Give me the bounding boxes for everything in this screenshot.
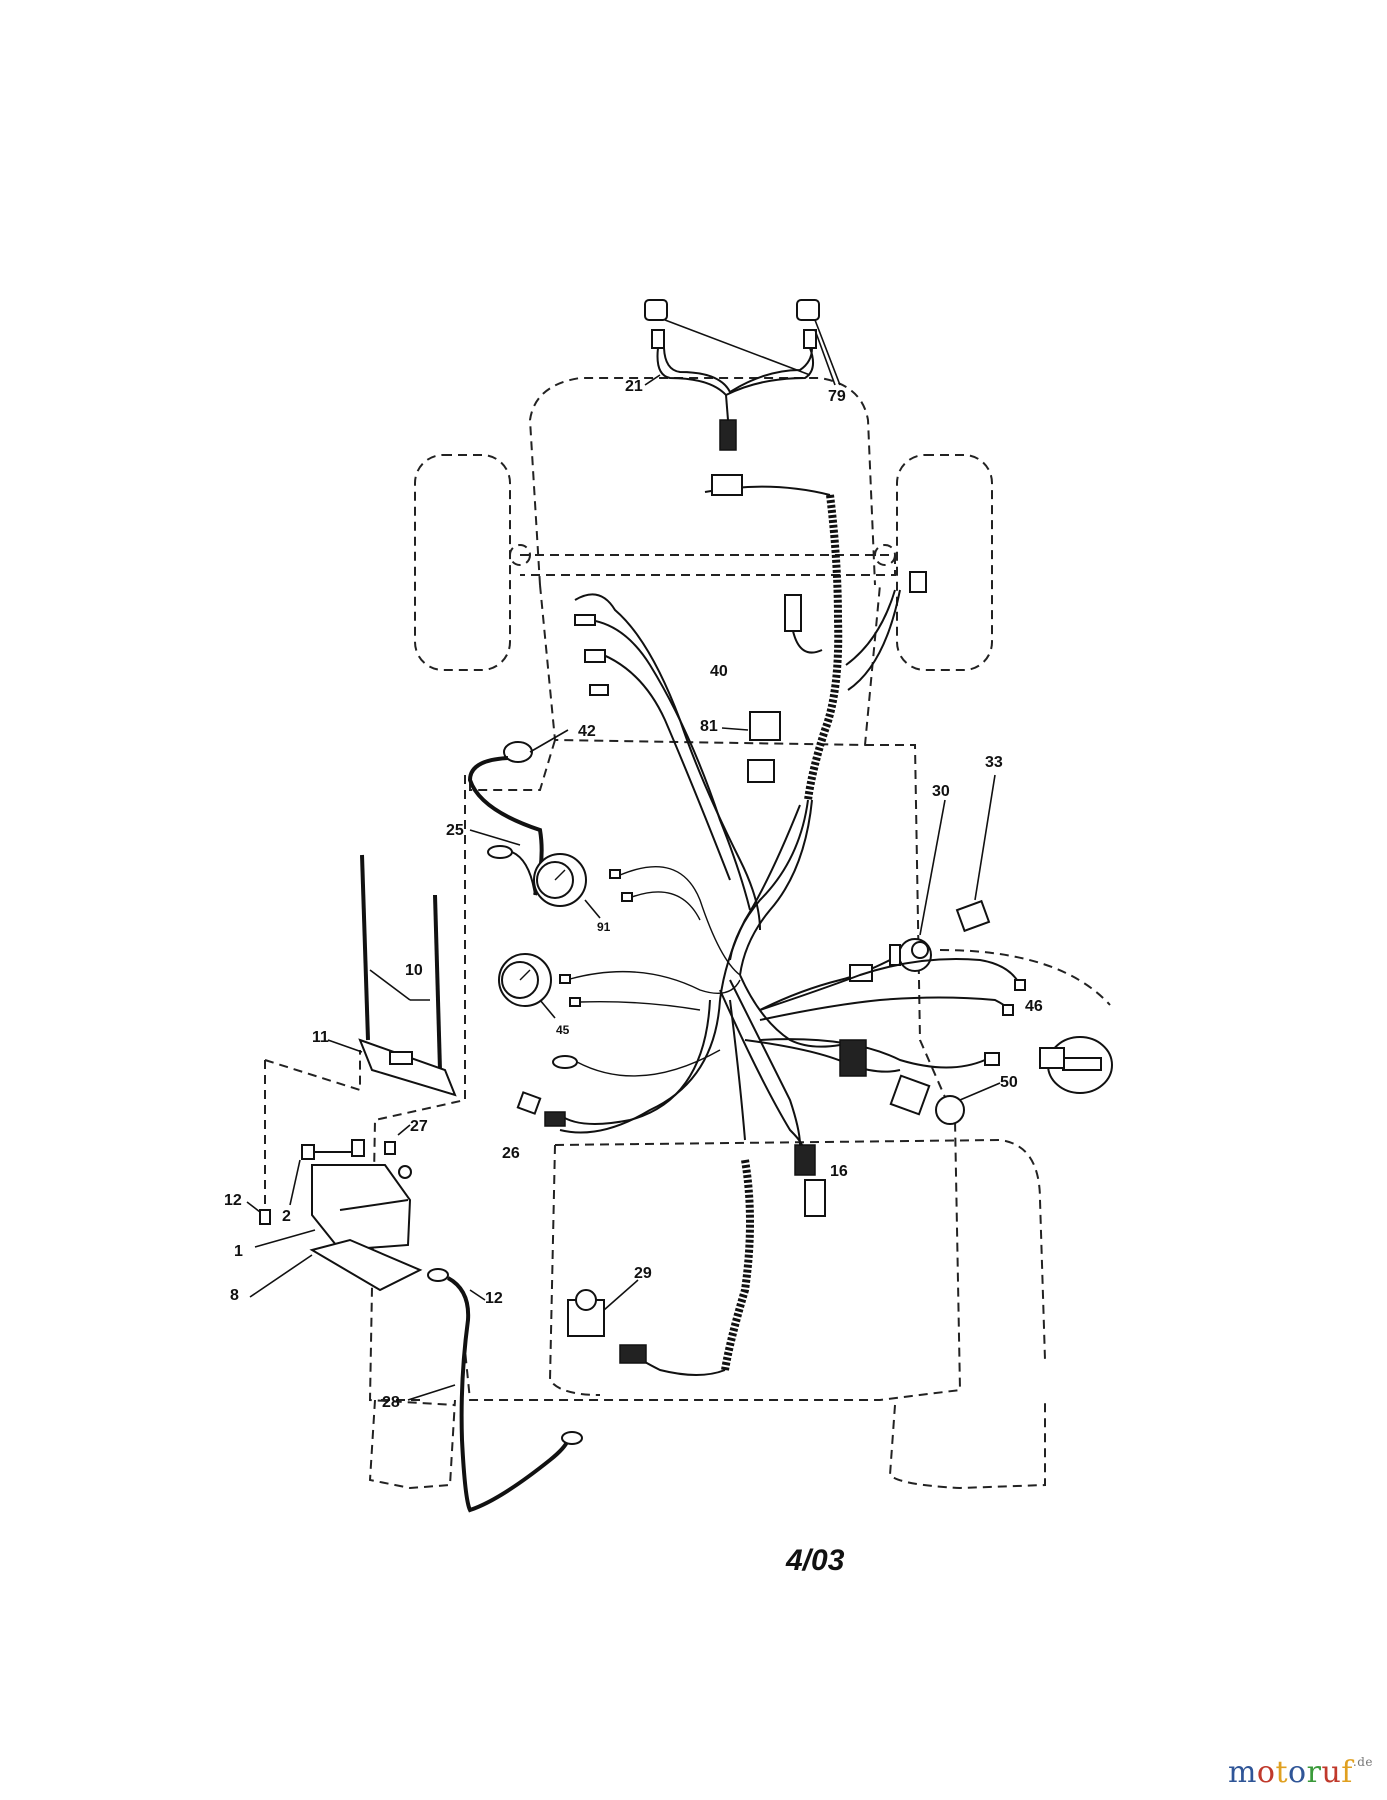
callout-29: 29 [634, 1265, 652, 1282]
callout-81: 81 [700, 718, 718, 735]
pto-switch-50 [889, 1074, 1001, 1125]
watermark-letter: f [1341, 1755, 1353, 1790]
callout-46: 46 [1025, 998, 1043, 1015]
callout-91: 91 [597, 920, 611, 934]
relay-81 [721, 711, 781, 783]
left-harness-branch [574, 593, 761, 931]
hour-meter-46 [1039, 1036, 1113, 1094]
callout-12-nut: 12 [224, 1192, 242, 1209]
callout-26: 26 [502, 1145, 520, 1162]
callout-30: 30 [932, 783, 950, 800]
main-harness [704, 474, 927, 1001]
battery-cable-28 [407, 1268, 583, 1513]
watermark-letter: t [1275, 1755, 1289, 1790]
watermark-letter: o [1256, 1755, 1276, 1790]
callout-45: 45 [556, 1023, 570, 1037]
callout-50: 50 [1000, 1074, 1018, 1091]
watermark-letter: o [1288, 1755, 1307, 1790]
callout-8: 8 [230, 1287, 239, 1304]
headlight-harness [644, 299, 841, 451]
watermark-letter: m [1227, 1755, 1257, 1790]
callout-25: 25 [446, 822, 464, 839]
gauge-45 [498, 953, 741, 1077]
right-harness-branch [744, 958, 1026, 1073]
watermark-suffix: .de [1352, 1755, 1373, 1769]
watermark-letter: u [1321, 1755, 1342, 1790]
lower-harness [516, 974, 867, 1217]
callout-28: 28 [382, 1394, 400, 1411]
callout-11: 11 [312, 1029, 329, 1046]
callout-33: 33 [985, 754, 1003, 771]
watermark-letter: r [1306, 1755, 1322, 1790]
callout-1: 1 [234, 1243, 243, 1260]
callout-79: 79 [828, 388, 846, 405]
callout-21: 21 [625, 378, 643, 395]
callout-16: 16 [830, 1163, 848, 1180]
battery-assembly [246, 854, 457, 1298]
callout-10: 10 [405, 962, 423, 979]
module-33 [955, 774, 996, 933]
callout-42: 42 [578, 723, 596, 740]
watermark-logo: motoruf.de [1228, 1755, 1373, 1790]
rear-harness [619, 1159, 754, 1376]
solenoid-29 [567, 1279, 639, 1337]
gauge-91 [533, 853, 741, 976]
callout-12-cable: 12 [485, 1290, 503, 1307]
callout-40: 40 [710, 663, 728, 680]
ground-wire-25 [469, 829, 536, 896]
callout-2: 2 [282, 1208, 291, 1225]
tractor-outline [264, 377, 1111, 1490]
date-stamp: 4/03 [785, 1544, 845, 1577]
callouts: 21 79 40 81 42 25 33 30 91 10 11 46 45 5… [224, 378, 1043, 1411]
callout-27: 27 [410, 1118, 428, 1135]
